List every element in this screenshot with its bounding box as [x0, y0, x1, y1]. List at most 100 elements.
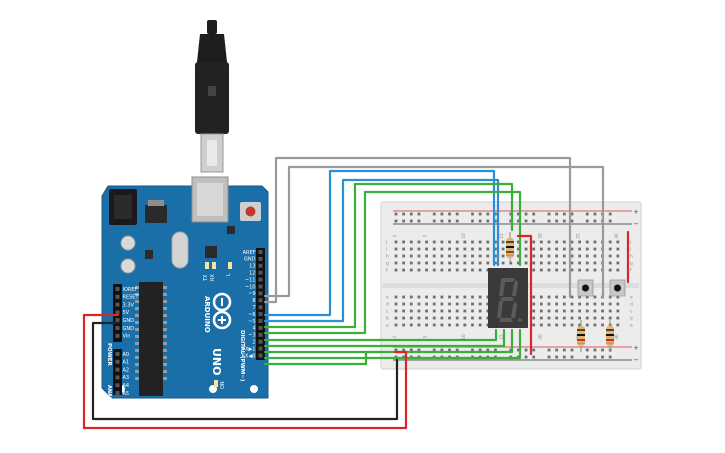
terminal-hole[interactable] — [585, 316, 589, 320]
terminal-hole[interactable] — [562, 302, 566, 306]
terminal-hole[interactable] — [539, 295, 543, 299]
terminal-hole[interactable] — [578, 268, 581, 272]
terminal-hole[interactable] — [455, 247, 459, 251]
terminal-hole[interactable] — [440, 247, 444, 251]
terminal-hole[interactable] — [593, 261, 597, 265]
terminal-hole[interactable] — [463, 309, 467, 313]
rail-hole[interactable] — [570, 219, 574, 223]
digital-pin[interactable] — [258, 277, 263, 282]
terminal-hole[interactable] — [532, 323, 536, 327]
terminal-hole[interactable] — [593, 316, 597, 320]
terminal-hole[interactable] — [593, 254, 597, 258]
terminal-hole[interactable] — [593, 323, 597, 327]
rail-hole[interactable] — [471, 348, 474, 352]
rail-hole[interactable] — [394, 348, 398, 352]
digital-pin[interactable] — [258, 353, 263, 358]
terminal-hole[interactable] — [578, 309, 581, 313]
analog-pin[interactable] — [115, 391, 120, 395]
rail-hole[interactable] — [486, 219, 490, 223]
terminal-hole[interactable] — [409, 268, 413, 272]
rail-hole[interactable] — [532, 348, 536, 352]
terminal-hole[interactable] — [570, 240, 574, 244]
terminal-hole[interactable] — [432, 261, 436, 265]
rail-hole[interactable] — [524, 355, 528, 359]
terminal-hole[interactable] — [432, 240, 436, 244]
rail-hole[interactable] — [455, 219, 459, 223]
power-pin[interactable] — [115, 294, 120, 299]
digital-pin[interactable] — [258, 291, 263, 296]
terminal-hole[interactable] — [532, 268, 536, 272]
terminal-hole[interactable] — [578, 261, 581, 265]
rail-hole[interactable] — [409, 219, 413, 223]
terminal-hole[interactable] — [593, 268, 597, 272]
terminal-hole[interactable] — [402, 247, 406, 251]
digital-pin[interactable] — [258, 305, 263, 310]
terminal-hole[interactable] — [570, 323, 574, 327]
rail-hole[interactable] — [601, 355, 604, 359]
terminal-hole[interactable] — [440, 295, 444, 299]
terminal-hole[interactable] — [555, 261, 559, 265]
terminal-hole[interactable] — [448, 309, 451, 313]
terminal-hole[interactable] — [578, 240, 581, 244]
rail-hole[interactable] — [440, 348, 444, 352]
terminal-hole[interactable] — [471, 247, 474, 251]
terminal-hole[interactable] — [425, 261, 428, 265]
terminal-hole[interactable] — [570, 261, 574, 265]
terminal-hole[interactable] — [562, 261, 566, 265]
terminal-hole[interactable] — [448, 240, 451, 244]
terminal-hole[interactable] — [601, 316, 604, 320]
terminal-hole[interactable] — [494, 254, 497, 258]
terminal-hole[interactable] — [425, 302, 428, 306]
rail-hole[interactable] — [562, 212, 566, 216]
terminal-hole[interactable] — [478, 268, 482, 272]
terminal-hole[interactable] — [555, 254, 559, 258]
terminal-hole[interactable] — [501, 254, 505, 258]
rail-hole[interactable] — [570, 212, 574, 216]
rail-hole[interactable] — [440, 219, 444, 223]
rail-hole[interactable] — [532, 219, 536, 223]
terminal-hole[interactable] — [585, 254, 589, 258]
terminal-hole[interactable] — [440, 302, 444, 306]
terminal-hole[interactable] — [463, 295, 467, 299]
terminal-hole[interactable] — [455, 302, 459, 306]
terminal-hole[interactable] — [524, 261, 528, 265]
terminal-hole[interactable] — [440, 268, 444, 272]
terminal-hole[interactable] — [562, 309, 566, 313]
power-pin[interactable] — [115, 333, 120, 338]
terminal-hole[interactable] — [524, 254, 528, 258]
terminal-hole[interactable] — [478, 302, 482, 306]
terminal-hole[interactable] — [409, 316, 413, 320]
terminal-hole[interactable] — [432, 247, 436, 251]
terminal-hole[interactable] — [562, 323, 566, 327]
terminal-hole[interactable] — [517, 240, 520, 244]
terminal-hole[interactable] — [455, 323, 459, 327]
terminal-hole[interactable] — [501, 261, 505, 265]
rail-hole[interactable] — [570, 355, 574, 359]
terminal-hole[interactable] — [425, 268, 428, 272]
terminal-hole[interactable] — [478, 323, 482, 327]
rail-hole[interactable] — [524, 212, 528, 216]
terminal-hole[interactable] — [517, 261, 520, 265]
terminal-hole[interactable] — [593, 302, 597, 306]
terminal-hole[interactable] — [539, 240, 543, 244]
digital-pin[interactable] — [258, 332, 263, 337]
terminal-hole[interactable] — [601, 323, 604, 327]
terminal-hole[interactable] — [463, 302, 467, 306]
terminal-hole[interactable] — [509, 261, 513, 265]
terminal-hole[interactable] — [608, 268, 612, 272]
terminal-hole[interactable] — [440, 316, 444, 320]
analog-pin[interactable] — [115, 383, 120, 388]
terminal-hole[interactable] — [394, 323, 398, 327]
rail-hole[interactable] — [394, 219, 398, 223]
terminal-hole[interactable] — [478, 309, 482, 313]
terminal-hole[interactable] — [409, 323, 413, 327]
terminal-hole[interactable] — [409, 302, 413, 306]
terminal-hole[interactable] — [463, 316, 467, 320]
terminal-hole[interactable] — [432, 302, 436, 306]
terminal-hole[interactable] — [486, 261, 490, 265]
terminal-hole[interactable] — [402, 323, 406, 327]
terminal-hole[interactable] — [486, 295, 490, 299]
terminal-hole[interactable] — [578, 254, 581, 258]
terminal-hole[interactable] — [570, 316, 574, 320]
terminal-hole[interactable] — [532, 247, 536, 251]
